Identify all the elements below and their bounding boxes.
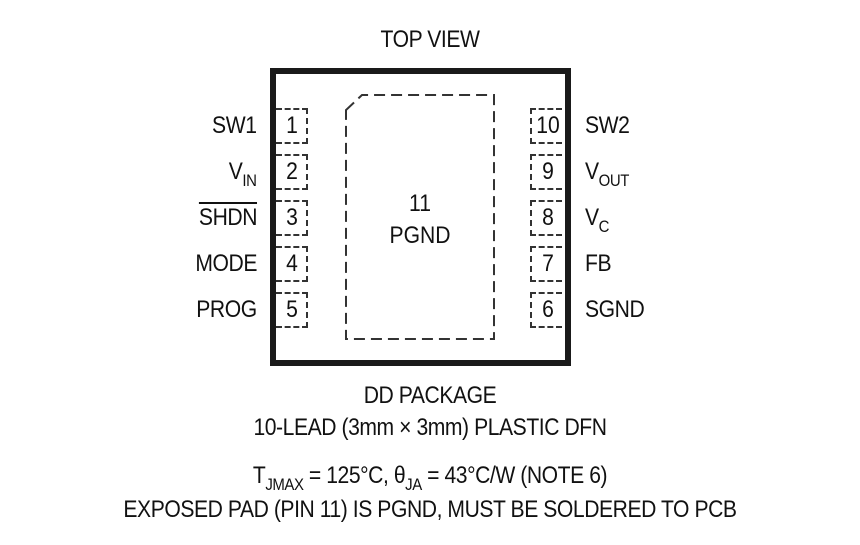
pin-number-8: 8 [542,204,554,231]
pin-number-9: 9 [542,158,554,185]
pin-label-vc: VC [585,204,610,236]
pin-label-sgnd: SGND [585,296,645,323]
exposed-pad-number: 11 [409,190,431,217]
package-description: 10-LEAD (3mm × 3mm) PLASTIC DFN [253,414,607,441]
pin-pad-5 [276,292,308,328]
pin-number-5: 5 [286,296,298,323]
pin-label-mode: MODE [195,250,257,277]
pin-number-7: 7 [542,250,554,277]
pin-label-prog: PROG [196,296,258,323]
pin-label-fb: FB [585,250,612,277]
package-outline [270,68,571,366]
pin-number-10: 10 [536,112,560,139]
pin-pad-6 [530,292,562,328]
pin-label-vout: VOUT [585,158,629,190]
pin-label-vin: VIN [229,158,257,190]
package-name: DD PACKAGE [363,382,497,409]
pin-pad-10 [530,108,562,144]
thermal-spec: TJMAX = 125°C, θJA = 43°C/W (NOTE 6) [252,462,608,494]
pin-number-1: 1 [286,112,298,139]
pin-pad-4 [276,246,308,282]
pin-pad-8 [530,200,562,236]
pin-pad-3 [276,200,308,236]
exposed-pad-name: PGND [389,222,451,249]
exposed-pad-note: EXPOSED PAD (PIN 11) IS PGND, MUST BE SO… [123,496,737,523]
pin-label-sw2: SW2 [585,112,630,139]
pin-pad-9 [530,154,562,190]
pin-number-2: 2 [286,158,298,185]
view-title: TOP VIEW [380,26,480,53]
pin-number-6: 6 [542,296,554,323]
pin-pad-1 [276,108,308,144]
pin-pad-2 [276,154,308,190]
pin-label-sw1: SW1 [212,112,258,139]
pin-pad-7 [530,246,562,282]
pin-label-shdn: SHDN [198,204,258,231]
pin-number-4: 4 [286,250,298,277]
pin-number-3: 3 [286,204,298,231]
